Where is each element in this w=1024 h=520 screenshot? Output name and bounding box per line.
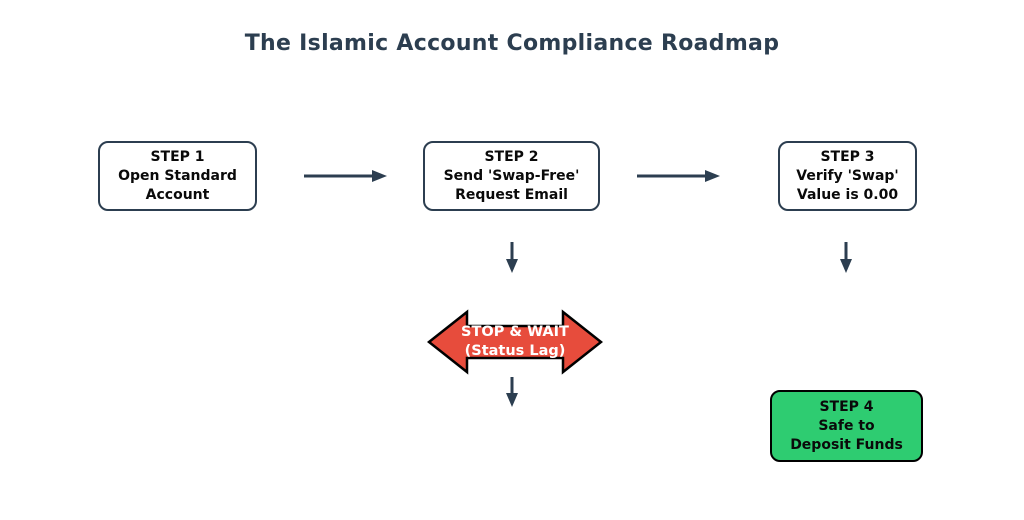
step-1-text-line1: Open Standard [118, 167, 237, 184]
step-1-text-line2: Account [145, 186, 210, 203]
stop-line2: (Status Lag) [464, 343, 566, 359]
down-arrow-below-stop-icon [506, 377, 518, 407]
step-4-label: STEP 4 [819, 398, 874, 415]
stop-and-wait-sign: STOP & WAIT (Status Lag) [427, 308, 603, 376]
step-3-text-line1: Verify 'Swap' [796, 167, 899, 184]
step-2-box: STEP 2 Send 'Swap-Free' Request Email [423, 141, 600, 211]
step-1-label: STEP 1 [150, 148, 205, 165]
step-2-text-line1: Send 'Swap-Free' [443, 167, 580, 184]
stop-and-wait-text: STOP & WAIT (Status Lag) [427, 308, 603, 376]
step-3-text-line2: Value is 0.00 [796, 186, 899, 203]
right-arrow-step2-to-step3-icon [637, 170, 720, 182]
stop-line1: STOP & WAIT [461, 324, 569, 340]
down-arrow-step2-to-stop-icon [506, 242, 518, 273]
step-2-label: STEP 2 [484, 148, 539, 165]
down-arrow-step3-to-step4-icon [840, 242, 852, 273]
step-1-box: STEP 1 Open Standard Account [98, 141, 257, 211]
step-4-text-line1: Safe to [818, 417, 875, 434]
step-3-box: STEP 3 Verify 'Swap' Value is 0.00 [778, 141, 917, 211]
step-2-text-line2: Request Email [455, 186, 568, 203]
step-4-text-line2: Deposit Funds [790, 436, 903, 453]
step-4-box: STEP 4 Safe to Deposit Funds [770, 390, 923, 462]
right-arrow-step1-to-step2-icon [304, 170, 387, 182]
double-headed-arrow-icon [427, 309, 603, 375]
step-3-label: STEP 3 [820, 148, 875, 165]
diagram-title: The Islamic Account Compliance Roadmap [244, 31, 780, 56]
